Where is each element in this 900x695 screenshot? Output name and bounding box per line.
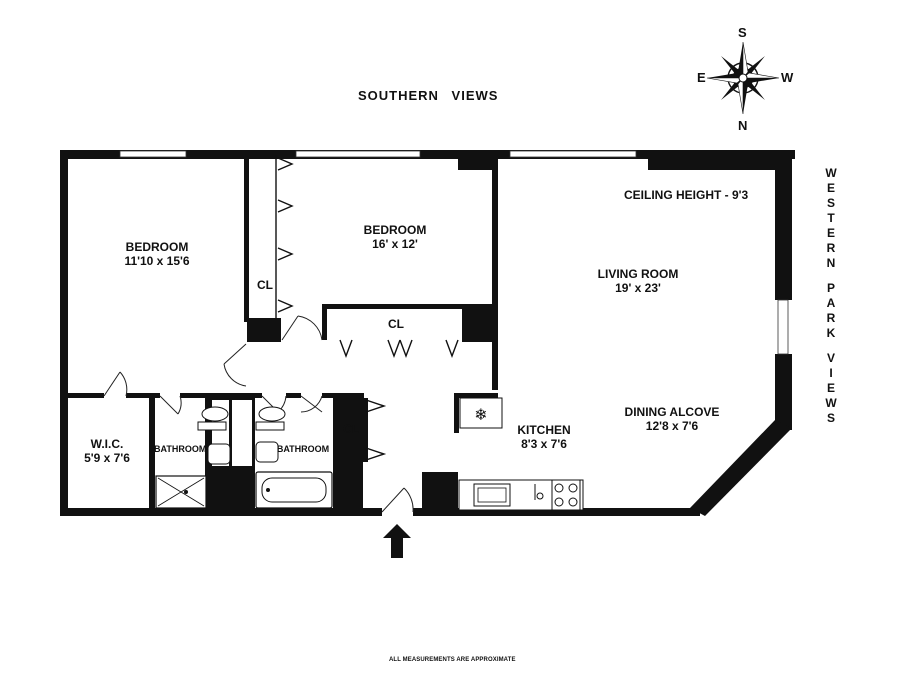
compass-east-label: E — [697, 70, 706, 85]
vertical-letter: P — [826, 281, 835, 295]
bathroom-2-label: BATHROOM — [276, 444, 330, 454]
snowflake-icon: ❄ — [474, 405, 487, 424]
dining-alcove-size: 12'8 x 7'6 — [645, 418, 699, 433]
vertical-letter: T — [827, 211, 835, 225]
kitchen-size: 8'3 x 7'6 — [521, 436, 567, 451]
wic-size: 5'9 x 7'6 — [84, 450, 130, 465]
compass-south-label: S — [738, 25, 747, 40]
living-room-name: LIVING ROOM — [597, 267, 679, 281]
bathroom-1-fixtures — [155, 406, 231, 509]
wic-label: W.I.C. 5'9 x 7'6 — [72, 437, 142, 466]
toilet-icon — [201, 406, 229, 422]
vertical-letter: K — [826, 326, 836, 340]
fridge-icon — [459, 397, 503, 429]
kitchen-name: KITCHEN — [517, 423, 571, 437]
windows — [119, 150, 789, 355]
bathtub-icon — [255, 471, 333, 509]
ceiling-height-label: CEILING HEIGHT - 9'3 — [624, 188, 749, 202]
vertical-letter: A — [826, 296, 836, 310]
exterior-walls — [60, 150, 795, 516]
sink-icon — [207, 443, 231, 465]
dining-alcove-name: DINING ALCOVE — [624, 405, 720, 419]
bedroom-mid-size: 16' x 12' — [372, 236, 418, 251]
measurements-footnote: ALL MEASUREMENTS ARE APPROXIMATE — [389, 657, 516, 663]
vertical-letter: I — [829, 366, 833, 380]
vertical-letter: E — [826, 181, 835, 195]
entry-arrow-icon — [383, 524, 411, 558]
kitchen-fixtures: ❄ — [458, 397, 584, 511]
closet-hall-label: CL — [388, 317, 404, 331]
wic-name: W.I.C. — [90, 437, 124, 451]
angled-wall — [690, 420, 792, 516]
living-room-size: 19' x 23' — [615, 280, 661, 295]
compass-west-label: W — [781, 70, 794, 85]
living-room-label: LIVING ROOM 19' x 23' — [578, 267, 698, 296]
door-swings — [103, 315, 414, 513]
vertical-letter: E — [826, 381, 835, 395]
kitchen-label: KITCHEN 8'3 x 7'6 — [504, 423, 584, 452]
sink-icon — [255, 441, 279, 463]
vertical-letter: V — [826, 351, 835, 365]
southern-views-label: SOUTHERN VIEWS — [358, 88, 499, 103]
dining-alcove-label: DINING ALCOVE 12'8 x 7'6 — [612, 405, 732, 434]
closet-entry-label: CL — [343, 422, 359, 436]
closet-doors — [275, 155, 459, 461]
compass-rose-icon — [706, 41, 780, 115]
vertical-letter: S — [826, 196, 835, 210]
bedroom-left-size: 11'10 x 15'6 — [124, 253, 190, 268]
bedroom-left-label: BEDROOM 11'10 x 15'6 — [102, 240, 212, 269]
vertical-letter: E — [826, 226, 835, 240]
vertical-letter: R — [826, 311, 836, 325]
vertical-letter: W — [825, 166, 837, 180]
bathroom-1-label: BATHROOM — [154, 444, 207, 454]
vertical-letter: R — [826, 241, 836, 255]
sink-icon — [473, 483, 511, 507]
vertical-letter: S — [826, 411, 835, 425]
bedroom-mid-name: BEDROOM — [363, 223, 427, 237]
bedroom-mid-label: BEDROOM 16' x 12' — [340, 223, 450, 252]
vertical-letter: W — [825, 396, 837, 410]
vertical-letter: N — [826, 256, 836, 270]
bathroom-2-fixtures — [255, 406, 333, 509]
closet-bedroom-label: CL — [257, 278, 273, 292]
toilet-icon — [258, 406, 286, 422]
compass-north-label: N — [738, 118, 748, 133]
bedroom-left-name: BEDROOM — [125, 240, 189, 254]
